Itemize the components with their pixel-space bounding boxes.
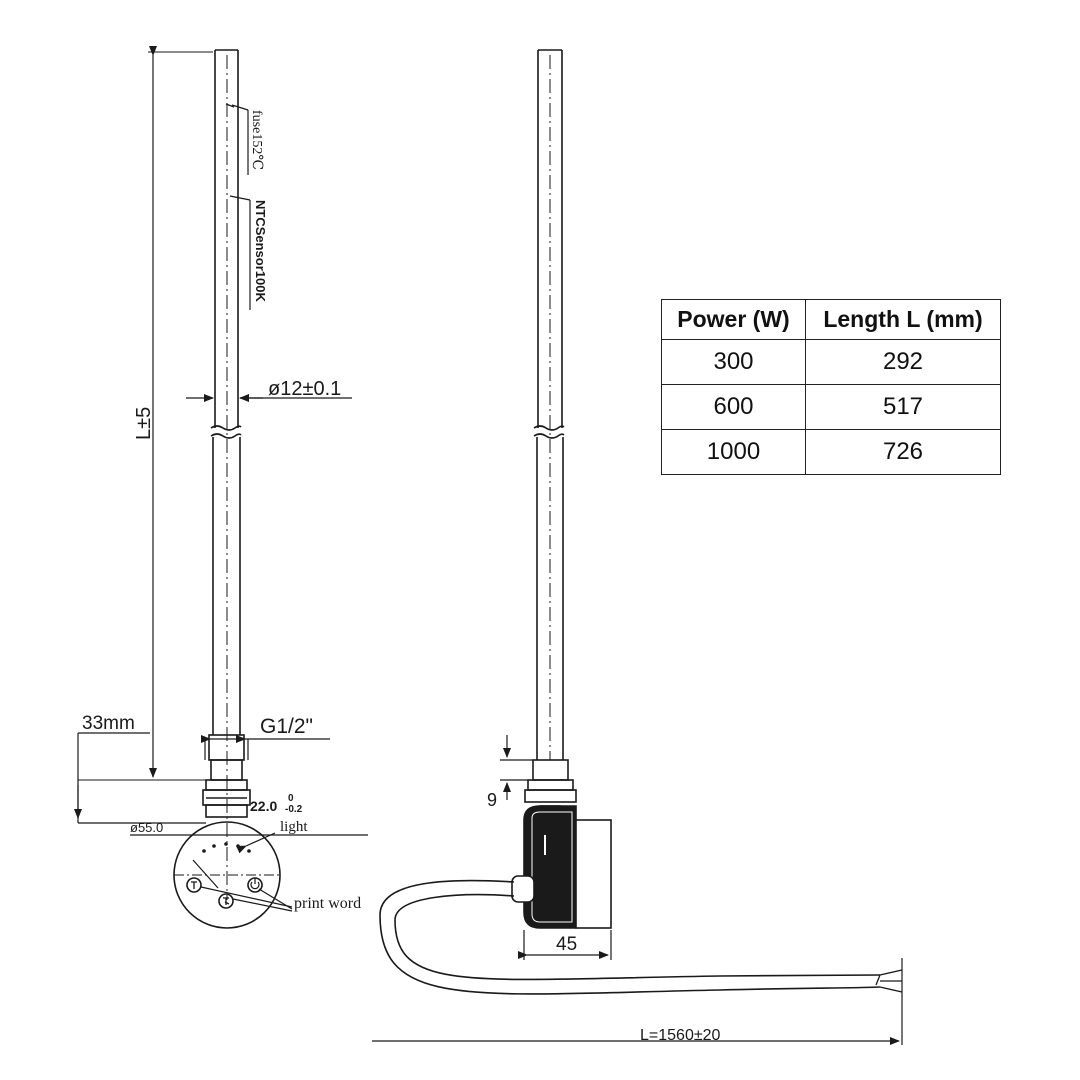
table-cell-power: 1000 xyxy=(661,429,806,475)
print-word-label: print word xyxy=(294,895,361,912)
front-dimensions xyxy=(74,46,368,912)
side-heating-tube xyxy=(533,49,565,760)
nut-tol-lower: -0.2 xyxy=(285,804,303,815)
tube-length-label: L±5 xyxy=(133,407,155,440)
table-row: 300 292 xyxy=(661,339,1001,385)
table-row: 1000 726 xyxy=(661,429,1001,475)
table-cell-power: 300 xyxy=(661,339,806,385)
header-length: Length L (mm) xyxy=(805,299,1001,340)
power-length-table: Power (W) Length L (mm) 300 292 600 517 … xyxy=(661,299,1001,475)
front-heating-tube xyxy=(210,49,242,900)
table-cell-length: 726 xyxy=(805,429,1001,475)
annotations: fuse152℃ NTCSensor100K L±5 ø12±0.1 33mm … xyxy=(82,110,721,1044)
thread-label: G1/2" xyxy=(260,715,313,738)
table-cell-power: 600 xyxy=(661,384,806,430)
heater-housing xyxy=(511,805,612,929)
side-offset-label: 9 xyxy=(487,790,497,810)
header-power: Power (W) xyxy=(661,299,806,340)
fuse-label: fuse152℃ xyxy=(249,110,264,170)
nut-tol-upper: 0 xyxy=(288,793,294,804)
control-knob xyxy=(173,821,281,929)
offset-33-label: 33mm xyxy=(82,713,135,734)
light-label: light xyxy=(280,819,308,835)
power-cable xyxy=(379,879,903,995)
tube-diameter-label: ø12±0.1 xyxy=(268,378,341,400)
knob-diameter-label: ø55.0 xyxy=(130,820,163,835)
cable-length-label: L=1560±20 xyxy=(640,1027,721,1044)
side-view xyxy=(379,49,903,995)
ntc-sensor-label: NTCSensor100K xyxy=(253,200,268,302)
table-header-row: Power (W) Length L (mm) xyxy=(661,299,1001,340)
table-cell-length: 292 xyxy=(805,339,1001,385)
table-row: 600 517 xyxy=(661,384,1001,430)
housing-width-label: 45 xyxy=(556,934,577,955)
side-dimensions xyxy=(372,735,903,1045)
nut-width-label: 22.0 xyxy=(250,798,277,814)
front-view xyxy=(173,49,281,929)
table-cell-length: 517 xyxy=(805,384,1001,430)
